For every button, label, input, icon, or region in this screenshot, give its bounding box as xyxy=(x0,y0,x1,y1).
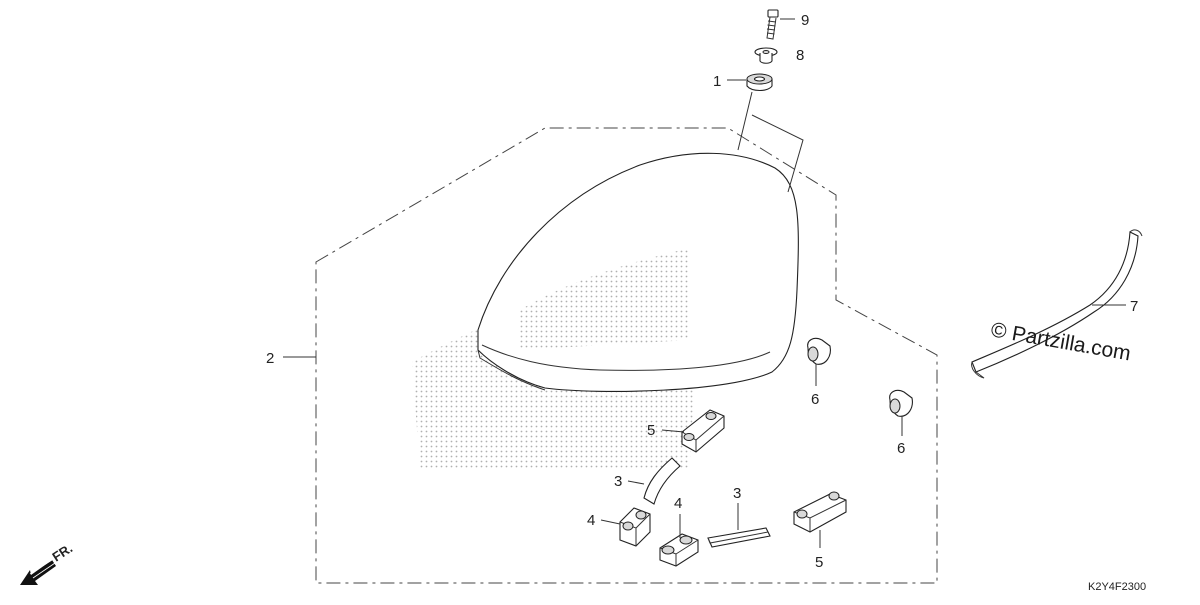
callout-2: 2 xyxy=(266,350,274,367)
pad-part-4-a xyxy=(619,507,651,547)
callout-4-center: 4 xyxy=(674,495,682,512)
callout-7: 7 xyxy=(1130,298,1138,315)
callout-1: 1 xyxy=(713,73,721,90)
strip-part-3-b xyxy=(707,527,771,548)
cushion-part-5-b xyxy=(793,491,847,533)
callout-6-left: 6 xyxy=(811,391,819,408)
bolt-part-9 xyxy=(766,9,779,40)
callout-5-upper: 5 xyxy=(647,422,655,439)
callout-8: 8 xyxy=(796,47,804,64)
cushion-part-5-a xyxy=(681,409,725,453)
callout-4-left: 4 xyxy=(587,512,595,529)
strip-part-3-a xyxy=(643,457,681,505)
seat-part-2 xyxy=(412,152,799,470)
callout-3-upper: 3 xyxy=(614,473,622,490)
callout-6-right: 6 xyxy=(897,440,905,457)
pad-part-4-b xyxy=(659,533,699,567)
collar-part-8 xyxy=(754,47,778,64)
cushion-part-6-b xyxy=(889,389,913,417)
callout-9: 9 xyxy=(801,12,809,29)
assembly-boundary xyxy=(315,127,938,584)
diagram-code: K2Y4F2300 xyxy=(1088,581,1146,593)
grommet-part-1 xyxy=(746,73,773,92)
strap-part-7 xyxy=(971,229,1143,379)
leader-lines xyxy=(283,18,1126,548)
callout-5-lower: 5 xyxy=(815,554,823,571)
callout-3-lower: 3 xyxy=(733,485,741,502)
front-label: FR. xyxy=(49,541,75,565)
front-direction-arrow-icon xyxy=(20,559,56,585)
cushion-part-6-a xyxy=(807,337,831,365)
